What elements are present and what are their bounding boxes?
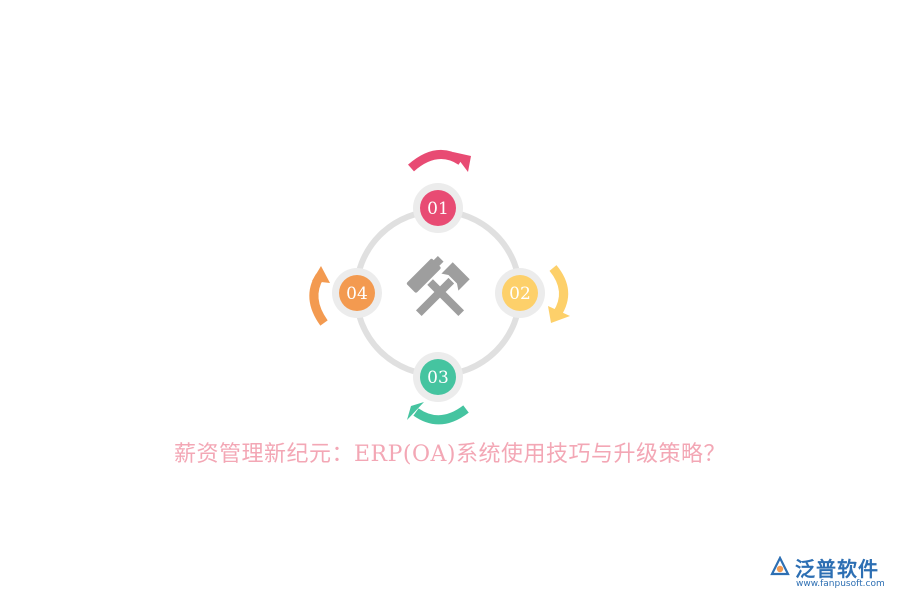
arrow-top-head: [453, 152, 471, 172]
step-label-03: 03: [427, 368, 449, 388]
step-node-01-dot: [420, 190, 456, 226]
step-label-02: 02: [509, 284, 531, 304]
headline: 薪资管理新纪元：ERP(OA)系统使用技巧与升级策略？: [173, 442, 727, 467]
arrow-right-head: [548, 306, 570, 323]
arrow-top: [408, 149, 464, 172]
step-label-01: 01: [427, 199, 449, 219]
step-label-04: 04: [346, 284, 368, 304]
step-node-02-dot: [502, 275, 538, 311]
step-node-03: 03: [413, 352, 463, 402]
step-node-01: 01: [413, 183, 463, 233]
fanpu-logo-icon: [770, 556, 790, 576]
arrow-right: [549, 265, 568, 317]
brand-url: www.fanpusoft.com: [796, 579, 885, 589]
step-node-03-dot: [420, 359, 456, 395]
hammer-and-wrench-icon: [406, 255, 470, 317]
step-node-02: 02: [495, 268, 545, 318]
brand-watermark: 泛普软件 www.fanpusoft.com: [768, 553, 892, 597]
brand-name: 泛普软件: [795, 557, 879, 581]
arrow-left: [309, 273, 328, 326]
arrow-bottom-head: [407, 402, 424, 420]
step-node-04-dot: [339, 275, 375, 311]
arrow-left-head: [312, 266, 330, 283]
step-node-04: 04: [332, 268, 382, 318]
arrow-bottom: [413, 405, 469, 425]
